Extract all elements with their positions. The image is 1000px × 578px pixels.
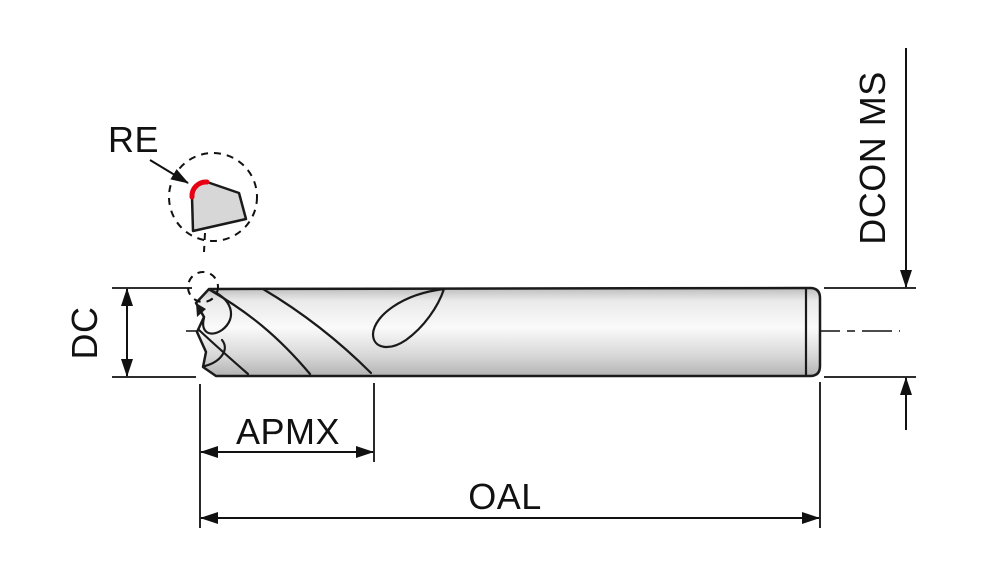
apmx-dimension: APMX bbox=[199, 383, 375, 528]
apmx-label: APMX bbox=[236, 411, 340, 452]
dc-dimension: DC bbox=[64, 287, 196, 378]
corner-detail-shape bbox=[190, 180, 248, 233]
detail-source-circle bbox=[187, 271, 219, 303]
dcon-label: DCON MS bbox=[852, 71, 893, 245]
flute-lines bbox=[196, 287, 446, 376]
detail-circle bbox=[168, 152, 258, 242]
end-tooth-notch bbox=[196, 303, 206, 317]
tool-body bbox=[194, 286, 822, 378]
dc-label: DC bbox=[64, 307, 105, 360]
re-label: RE bbox=[108, 119, 159, 160]
dcon-dimension: DCON MS bbox=[824, 48, 916, 430]
corner-radius-arc bbox=[189, 179, 210, 200]
corner-radius-detail: RE bbox=[108, 119, 258, 253]
re-leader-arrow bbox=[149, 159, 189, 184]
detail-edge-dashed-line bbox=[203, 232, 206, 253]
oal-dimension: OAL bbox=[200, 382, 821, 528]
oal-label: OAL bbox=[468, 476, 542, 517]
